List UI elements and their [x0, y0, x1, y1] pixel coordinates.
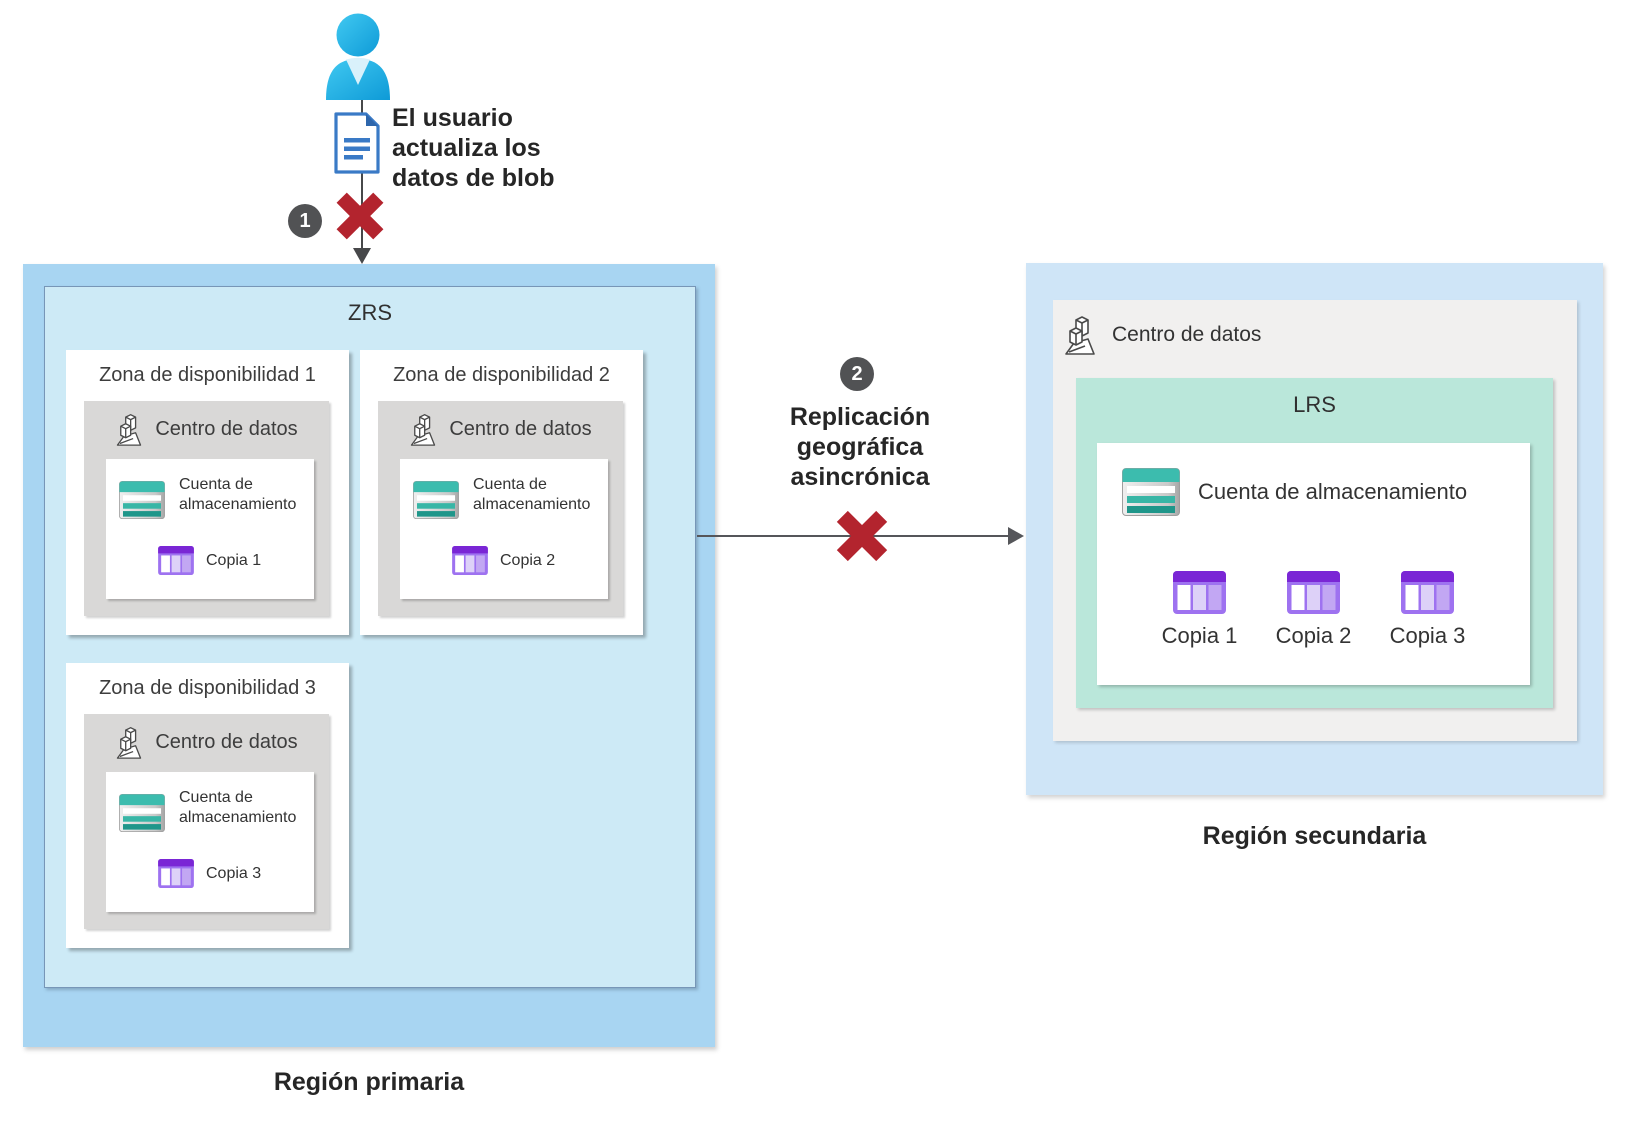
- primary-region-box: ZRS Zona de disponibilidad 1 Centro de d…: [23, 264, 715, 1047]
- copy-table-icon: [1173, 571, 1226, 614]
- lrs-box: LRS Cuenta de almacenamiento Copia 1: [1076, 378, 1553, 708]
- secondary-storage-box: Cuenta de almacenamiento Copia 1 Copia 2: [1097, 443, 1530, 685]
- copy-table-icon: [1401, 571, 1454, 614]
- step-2-badge: 2: [840, 357, 874, 391]
- zone-2-title: Zona de disponibilidad 2: [393, 364, 610, 386]
- secondary-copy-1: Copia 1: [1154, 571, 1246, 649]
- storage-account-icon: [1122, 468, 1180, 516]
- copy-label: Copia 1: [1161, 623, 1238, 648]
- copy-label: Copia 2: [500, 552, 556, 569]
- datacenter-icon: [115, 725, 143, 760]
- zone-3-datacenter-box: Centro de datos Cuenta de almacenamiento…: [84, 714, 329, 929]
- datacenter-label: Centro de datos: [449, 418, 592, 440]
- primary-region-label: Región primaria: [273, 1068, 465, 1096]
- zone-1-datacenter-header: Centro de datos: [84, 412, 329, 447]
- datacenter-icon: [409, 412, 437, 447]
- availability-zone-1: Zona de disponibilidad 1 Centro de datos…: [66, 350, 349, 635]
- lrs-label: LRS: [1293, 392, 1336, 417]
- storage-account-label: Cuenta de almacenamiento: [179, 789, 297, 826]
- secondary-copy-3: Copia 3: [1382, 571, 1474, 649]
- availability-zone-3: Zona de disponibilidad 3 Centro de datos…: [66, 663, 349, 948]
- zrs-box: ZRS Zona de disponibilidad 1 Centro de d…: [44, 286, 696, 988]
- storage-account-icon: [119, 481, 165, 519]
- datacenter-icon: [115, 412, 143, 447]
- copy-table-icon: [452, 546, 488, 575]
- datacenter-label: Centro de datos: [155, 418, 298, 440]
- storage-account-label: Cuenta de almacenamiento: [179, 476, 297, 513]
- step-1-badge: 1: [288, 204, 322, 238]
- replication-failure-x-icon: [833, 507, 891, 565]
- blob-document-icon: [334, 112, 380, 174]
- copy-label: Copia 3: [1389, 623, 1466, 648]
- datacenter-label: Centro de datos: [155, 731, 298, 753]
- storage-account-label: Cuenta de almacenamiento: [473, 476, 591, 513]
- user-icon: [326, 13, 390, 100]
- secondary-region-box: Centro de datos LRS Cuenta de almacenami…: [1026, 263, 1603, 795]
- zone-3-storage-box: Cuenta de almacenamiento Copia 3: [106, 772, 314, 912]
- secondary-datacenter-box: Centro de datos LRS Cuenta de almacenami…: [1053, 300, 1577, 741]
- storage-account-label: Cuenta de almacenamiento: [1198, 479, 1468, 504]
- copy-table-icon: [158, 859, 194, 888]
- copy-label: Copia 3: [206, 865, 262, 882]
- secondary-region-label: Región secundaria: [1202, 822, 1427, 850]
- datacenter-label: Centro de datos: [1112, 323, 1262, 346]
- zone-1-storage-box: Cuenta de almacenamiento Copia 1: [106, 459, 314, 599]
- zrs-label: ZRS: [348, 300, 392, 325]
- storage-account-icon: [119, 794, 165, 832]
- secondary-copy-2: Copia 2: [1268, 571, 1360, 649]
- copy-label: Copia 1: [206, 552, 262, 569]
- zone-2-datacenter-box: Centro de datos Cuenta de almacenamiento…: [378, 401, 623, 616]
- secondary-storage-row: Cuenta de almacenamiento: [1122, 468, 1467, 516]
- down-arrowhead-icon: [353, 248, 371, 264]
- zone-3-title: Zona de disponibilidad 3: [99, 677, 316, 699]
- secondary-copies-row: Copia 1 Copia 2 Copia 3: [1097, 571, 1530, 649]
- secondary-datacenter-header: Centro de datos: [1053, 314, 1577, 356]
- right-arrowhead-icon: [1008, 527, 1024, 545]
- datacenter-icon: [1063, 314, 1097, 356]
- geo-replication-label: Replicación geográfica asincrónica: [789, 403, 931, 491]
- user-action-caption: El usuario actualiza los datos de blob: [392, 104, 555, 192]
- copy-table-icon: [158, 546, 194, 575]
- copy-label: Copia 2: [1275, 623, 1352, 648]
- storage-account-icon: [413, 481, 459, 519]
- zone-3-datacenter-header: Centro de datos: [84, 725, 329, 760]
- zone-1-title: Zona de disponibilidad 1: [99, 364, 316, 386]
- availability-zone-2: Zona de disponibilidad 2 Centro de datos…: [360, 350, 643, 635]
- zone-1-datacenter-box: Centro de datos Cuenta de almacenamiento…: [84, 401, 329, 616]
- zone-2-storage-box: Cuenta de almacenamiento Copia 2: [400, 459, 608, 599]
- zone-2-datacenter-header: Centro de datos: [378, 412, 623, 447]
- failure-x-icon: [333, 189, 387, 243]
- copy-table-icon: [1287, 571, 1340, 614]
